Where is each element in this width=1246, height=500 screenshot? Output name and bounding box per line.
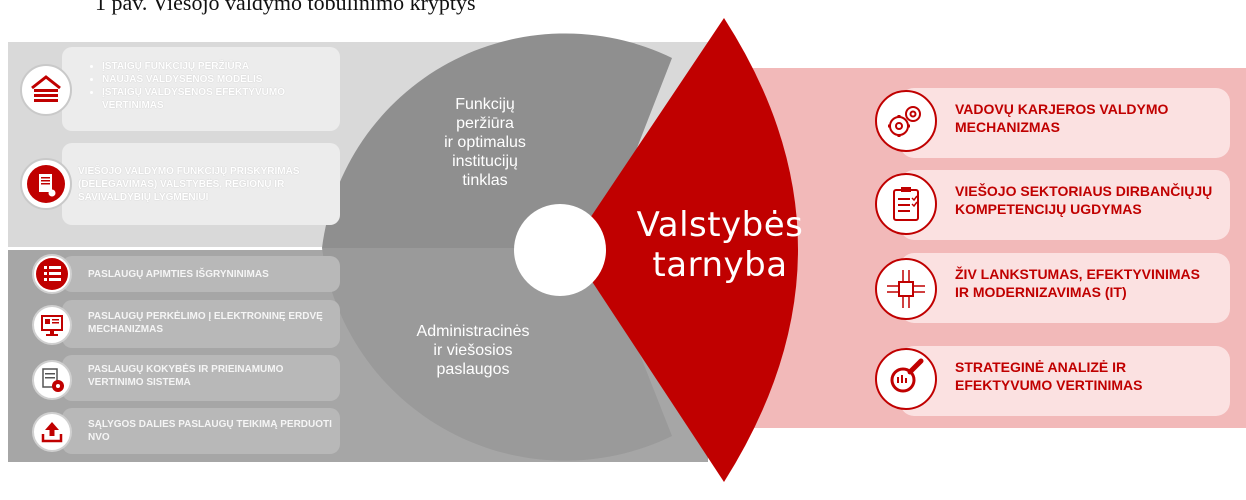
red-fan: [570, 18, 798, 482]
card-text-line: mechanizmas: [955, 119, 1060, 135]
card-text: Paslaugų kokybės ir prieinamumo vertinim…: [88, 364, 284, 388]
ring-top-label-line: peržiūra: [456, 115, 514, 132]
bullet-item: Įstaigų valdysenos efektyvumo vertinimas: [102, 86, 332, 112]
right-card-4: Strateginė analizė ir efektyvumo vertini…: [900, 346, 1230, 416]
left-top-card-2: Viešojo valdymo funkcijų priskyrimas (de…: [62, 143, 340, 225]
certificate-icon: [20, 158, 72, 210]
center-title: Valstybės tarnyba: [600, 205, 840, 285]
upload-icon: [32, 412, 72, 452]
ring-bottom-segment: [322, 248, 672, 461]
card-text: Paslaugų apimties išgryninimas: [88, 269, 269, 280]
ring-top-label-line: ir optimalus: [444, 134, 526, 151]
left-top-card-1: Įstaigų funkcijų peržiūra Naujas valdyse…: [62, 47, 340, 131]
right-card-2: Viešojo sektoriaus dirbančiųjų kompetenc…: [900, 170, 1230, 240]
figure-caption: 1 pav. Viešojo valdymo tobulinimo krypty…: [95, 0, 476, 15]
center-title-line: Valstybės: [636, 205, 804, 245]
card-text-line: Viešojo sektoriaus dirbančiųjų: [955, 183, 1213, 199]
card-text-line: efektyvumo vertinimas: [955, 377, 1143, 393]
monitor-icon: [32, 305, 72, 345]
ring-bottom-label-line: paslaugos: [436, 361, 510, 378]
gears-icon: [875, 90, 937, 152]
ring-top-label-line: tinklas: [462, 172, 508, 189]
ring-top-label: Funkcijų peržiūra ir optimalus instituci…: [415, 95, 555, 190]
bullet-list: Įstaigų funkcijų peržiūra Naujas valdyse…: [78, 60, 332, 112]
right-card-3: ŽIV lankstumas, efektyvinimas ir moderni…: [900, 253, 1230, 323]
card-text-line: kompetencijų ugdymas: [955, 201, 1142, 217]
card-text-line: Strateginė analizė ir: [955, 359, 1127, 375]
left-bottom-card-2: Paslaugų perkėlimo į elektroninę erdvę m…: [62, 300, 340, 348]
bullet-item: Naujas valdysenos modelis: [102, 73, 332, 86]
ring-bottom-label: Administracinės ir viešosios paslaugos: [398, 322, 548, 379]
ring-bottom-label-line: ir viešosios: [433, 342, 513, 359]
magnifier-icon: [875, 348, 937, 410]
bullet-item: Įstaigų funkcijų peržiūra: [102, 60, 332, 73]
card-text: Sąlygos dalies paslaugų teikimą perduoti…: [88, 419, 332, 443]
center-hub: [514, 204, 606, 296]
ring-top-label-line: Funkcijų: [455, 96, 515, 113]
settings-document-icon: [32, 360, 72, 400]
left-bottom-card-1: Paslaugų apimties išgryninimas: [62, 256, 340, 292]
left-bottom-card-4: Sąlygos dalies paslaugų teikimą perduoti…: [62, 408, 340, 454]
card-text: Viešojo valdymo funkcijų priskyrimas (de…: [78, 166, 300, 203]
ring-top-segment: [322, 33, 672, 248]
left-bottom-card-3: Paslaugų kokybės ir prieinamumo vertinim…: [62, 355, 340, 401]
card-text: Paslaugų perkėlimo į elektroninę erdvę m…: [88, 311, 323, 335]
right-card-1: Vadovų karjeros valdymo mechanizmas: [900, 88, 1230, 158]
ring-top-label-line: institucijų: [452, 153, 518, 170]
card-text-line: ir modernizavimas (IT): [955, 284, 1127, 300]
clipboard-icon: [875, 173, 937, 235]
circuit-icon: [875, 258, 937, 320]
card-text-line: ŽIV lankstumas, efektyvinimas: [955, 266, 1201, 282]
center-title-line: tarnyba: [652, 245, 788, 285]
building-icon: [20, 64, 72, 116]
list-icon: [32, 254, 72, 294]
ring-bottom-label-line: Administracinės: [416, 323, 530, 340]
card-text-line: Vadovų karjeros valdymo: [955, 101, 1169, 117]
